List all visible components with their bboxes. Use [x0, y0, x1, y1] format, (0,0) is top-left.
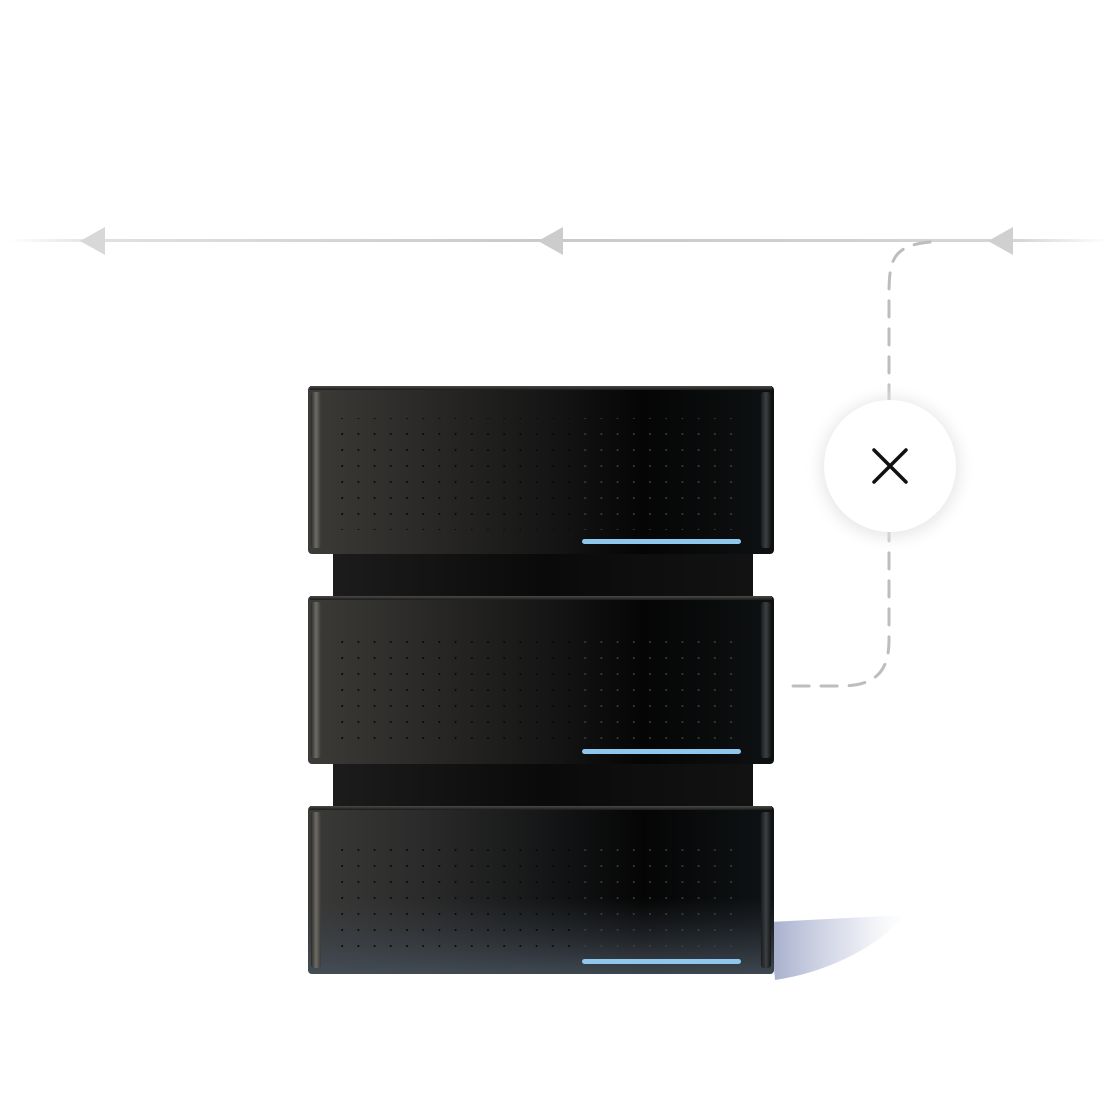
server-gap	[333, 553, 753, 599]
server-unit-top-edge	[310, 806, 772, 810]
status-light-bar	[582, 959, 741, 964]
dashed-connection-line	[780, 240, 932, 688]
server-unit-left-edge	[311, 392, 321, 548]
server-unit-left-edge	[311, 812, 321, 968]
server-stack	[308, 386, 774, 974]
server-unit-top-edge	[310, 596, 772, 600]
vent-holes	[340, 838, 570, 950]
server-unit-right-edge	[761, 602, 771, 758]
server-unit	[308, 386, 774, 554]
vent-holes	[340, 418, 570, 530]
server-unit-left-edge	[311, 602, 321, 758]
close-icon	[872, 448, 908, 484]
server-shadow	[770, 915, 905, 980]
server-unit	[308, 806, 774, 974]
flow-arrow-right-icon	[988, 227, 1013, 255]
server-unit-top-edge	[310, 386, 772, 390]
server-unit	[308, 596, 774, 764]
vent-holes	[340, 628, 570, 740]
status-light-bar	[582, 539, 741, 544]
server-unit-right-edge	[761, 392, 771, 548]
data-flow-line	[8, 227, 1108, 255]
server-gap	[333, 763, 753, 809]
status-light-bar	[582, 749, 741, 754]
disconnected-badge	[804, 382, 976, 554]
vent-holes	[574, 628, 744, 740]
flow-arrow-left-icon	[80, 227, 105, 255]
flow-arrow-middle-icon	[538, 227, 563, 255]
vent-holes	[574, 838, 744, 950]
server-unit-right-edge	[761, 812, 771, 968]
vent-holes	[574, 418, 744, 530]
